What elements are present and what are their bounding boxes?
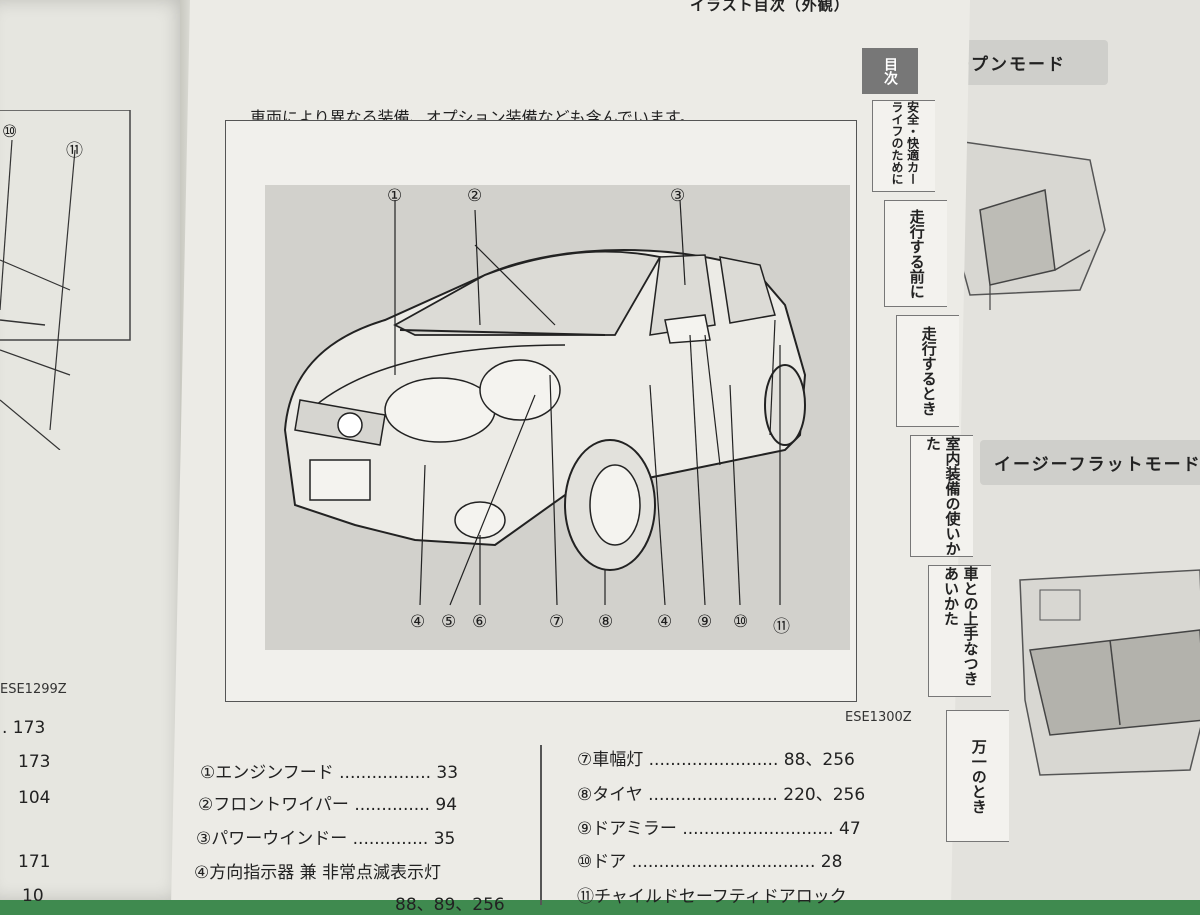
- toc-item-label: ①エンジンフード: [200, 763, 334, 783]
- tab-while-driving[interactable]: 走行するとき: [896, 315, 959, 427]
- callout-6: ⑥: [472, 612, 488, 632]
- toc-item-label: ③パワーウインドー: [196, 829, 348, 849]
- left-page-number: 104: [18, 788, 51, 808]
- tab-interior[interactable]: 室内装備の使いかた: [910, 435, 973, 557]
- toc-item[interactable]: ②フロントワイパー .............. 94: [198, 790, 457, 815]
- tab-emergency[interactable]: 万一のとき: [946, 710, 1009, 842]
- tab-before-driving[interactable]: 走行する前に: [884, 200, 947, 307]
- flat-mode-illustration: [1019, 569, 1200, 776]
- toc-item[interactable]: ⑪チャイルドセーフティドアロック: [577, 882, 847, 907]
- tab-maintenance[interactable]: 車との上手なつきあいかた: [928, 565, 991, 697]
- toc-item[interactable]: ③パワーウインドー .............. 35: [196, 824, 455, 849]
- tab-safety[interactable]: 安全・快適カーライフのために: [872, 100, 935, 192]
- toc-item-label: ⑩ドア: [577, 852, 627, 872]
- toc-item-label: ⑦車幅灯: [577, 750, 644, 770]
- left-page-number: 173: [18, 752, 51, 772]
- toc-item-dots: .................: [339, 763, 432, 783]
- toc-item-continued: 88、89、256: [395, 890, 505, 915]
- toc-item-dots: ..............: [354, 795, 430, 815]
- left-callout-11: ⑪: [66, 141, 83, 161]
- toc-item-dots: ........................: [648, 785, 778, 805]
- toc-divider: [540, 745, 542, 905]
- toc-item[interactable]: ⑧タイヤ ........................ 220、256: [577, 780, 865, 805]
- callout-5: ⑤: [441, 612, 457, 632]
- toc-item-label: ⑪チャイルドセーフティドアロック: [577, 887, 847, 907]
- callout-8: ⑧: [598, 612, 614, 632]
- toc-item-dots: ........................: [648, 750, 779, 770]
- toc-item[interactable]: ⑨ドアミラー ............................ 47: [577, 814, 861, 839]
- left-page-number: 171: [18, 852, 51, 872]
- callout-2: ②: [467, 186, 483, 206]
- diagram-image-code: ESE1300Z: [845, 710, 912, 725]
- toc-item-page: 220、256: [783, 785, 866, 805]
- left-diagram: [0, 110, 131, 450]
- tab-toc[interactable]: 目次: [862, 48, 918, 94]
- open-mode-illustration: [949, 139, 1106, 310]
- callout-4b: ④: [657, 612, 673, 632]
- toc-item[interactable]: ⑩ドア .................................. 2…: [577, 847, 842, 872]
- left-callout-10: ⑩: [2, 122, 18, 142]
- callout-7: ⑦: [549, 612, 565, 632]
- toc-item-page: 94: [435, 795, 458, 815]
- section-header: イラスト目次（外観）: [690, 0, 850, 14]
- toc-item[interactable]: ⑦車幅灯 ........................ 88、256: [577, 745, 855, 770]
- callout-11: ⑪: [773, 617, 790, 637]
- toc-item[interactable]: ①エンジンフード ................. 33: [200, 758, 458, 783]
- toc-item-page: 88、89、256: [395, 895, 505, 915]
- toc-item-page: 47: [839, 819, 861, 839]
- callout-3: ③: [670, 186, 686, 206]
- toc-item-page: 88、256: [783, 750, 855, 770]
- toc-item-page: 28: [820, 852, 843, 872]
- toc-item-dots: ............................: [682, 819, 834, 839]
- toc-item-dots: ..................................: [631, 852, 816, 872]
- left-page-number: . 173: [2, 718, 46, 738]
- toc-item-dots: ..............: [352, 829, 429, 849]
- callout-4: ④: [410, 612, 426, 632]
- toc-item-page: 33: [436, 763, 459, 783]
- callout-9: ⑨: [697, 612, 713, 632]
- left-image-code: ESE1299Z: [0, 682, 67, 697]
- callout-10: ⑩: [733, 612, 749, 632]
- banner-flat-mode: イージーフラットモード: [980, 440, 1200, 485]
- callout-1: ①: [387, 186, 403, 206]
- toc-item-label: ②フロントワイパー: [198, 795, 349, 815]
- car-illustration: [283, 199, 807, 606]
- toc-item[interactable]: ④方向指示器 兼 非常点滅表示灯: [194, 858, 441, 883]
- toc-item-label: ⑨ドアミラー: [577, 819, 677, 839]
- toc-item-page: 35: [433, 829, 456, 849]
- toc-item-label: ④方向指示器 兼 非常点滅表示灯: [194, 863, 442, 883]
- left-page-number: 10: [22, 886, 44, 906]
- toc-item-label: ⑧タイヤ: [577, 785, 643, 805]
- left-page: ⑩ ⑪ ESE1299Z . 173 173 104 171 10: [0, 0, 190, 906]
